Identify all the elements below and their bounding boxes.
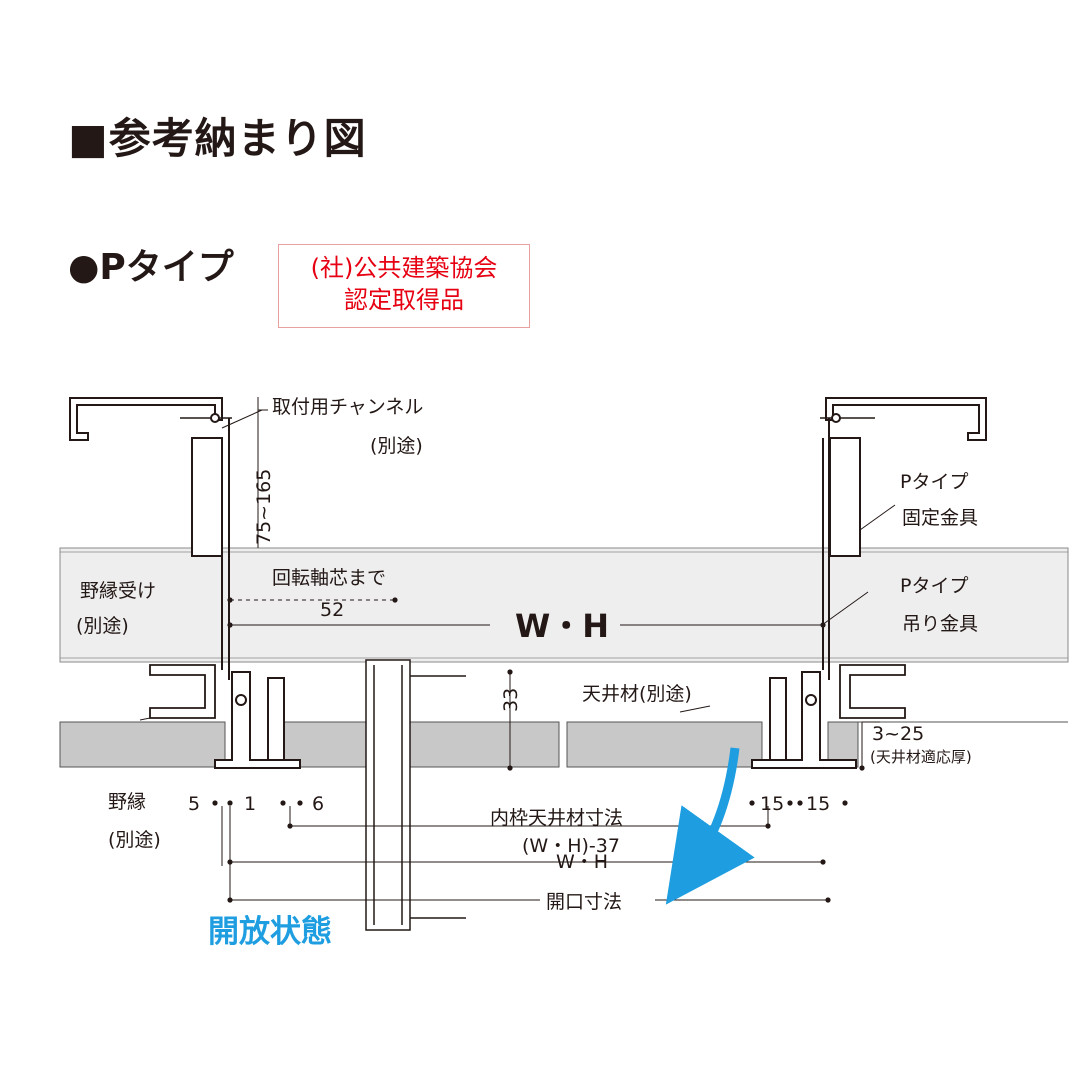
label-mounting-channel: 取付用チャンネル (272, 396, 423, 418)
frame-profile-left (214, 671, 301, 769)
label-dim-33: 33 (500, 688, 522, 712)
label-rotation-axis: 回転軸芯まで (272, 567, 386, 589)
label-dim-5: 5 (188, 793, 200, 815)
type-subtitle: ●Pタイプ (68, 247, 234, 288)
label-dim-15a: 15 (760, 793, 784, 815)
label-inner-frame-1: 内枠天井材寸法 (490, 807, 623, 829)
label-dim-6: 6 (312, 793, 324, 815)
label-inner-frame-2: (W・H)-37 (522, 835, 620, 857)
fixing-bracket-left (191, 418, 230, 680)
open-direction-arrow-icon (665, 747, 755, 905)
label-furring-1: 野縁 (108, 791, 146, 813)
label-ptype-fixing-2: 固定金具 (902, 507, 978, 529)
mounting-channel-left (69, 397, 232, 441)
label-thickness-note: (天井材適応厚) (870, 748, 972, 766)
ceiling-board-left (59, 721, 226, 768)
label-rotation-value: 52 (320, 599, 344, 621)
furring-right (839, 664, 906, 719)
label-height-range: 75~165 (253, 469, 275, 545)
label-ceiling-material: 天井材(別途) (582, 683, 692, 705)
ceiling-board-inner-left (282, 721, 560, 768)
mounting-channel-right (820, 397, 987, 441)
certification-line-2: 認定取得品 (344, 286, 464, 315)
label-opening-size: 開口寸法 (546, 891, 622, 913)
certification-box: (社)公共建築協会 認定取得品 (278, 244, 530, 328)
label-furring-2: (別途) (108, 829, 161, 851)
frame-profile-right (751, 671, 857, 769)
label-ptype-fixing-1: Pタイプ (900, 471, 968, 493)
page-title: ■参考納まり図 (68, 114, 367, 163)
label-dim-15b: 15 (806, 793, 830, 815)
label-dim-1: 1 (244, 793, 256, 815)
open-panel (365, 659, 466, 931)
label-thickness-range: 3~25 (872, 723, 924, 745)
furring-left (149, 664, 216, 719)
label-wh-dim: W・H (556, 851, 608, 873)
label-field-receiver-2: (別途) (76, 615, 129, 637)
label-wh-center: W・H (515, 607, 609, 645)
label-field-receiver-1: 野縁受け (80, 580, 156, 602)
certification-line-1: (社)公共建築協会 (310, 254, 498, 282)
label-mounting-channel-note: (別途) (370, 435, 423, 457)
label-ptype-hanger-1: Pタイプ (900, 575, 968, 597)
fixing-bracket-right (822, 418, 861, 680)
label-open-state: 開放状態 (208, 914, 332, 950)
label-ptype-hanger-2: 吊り金具 (902, 613, 978, 635)
